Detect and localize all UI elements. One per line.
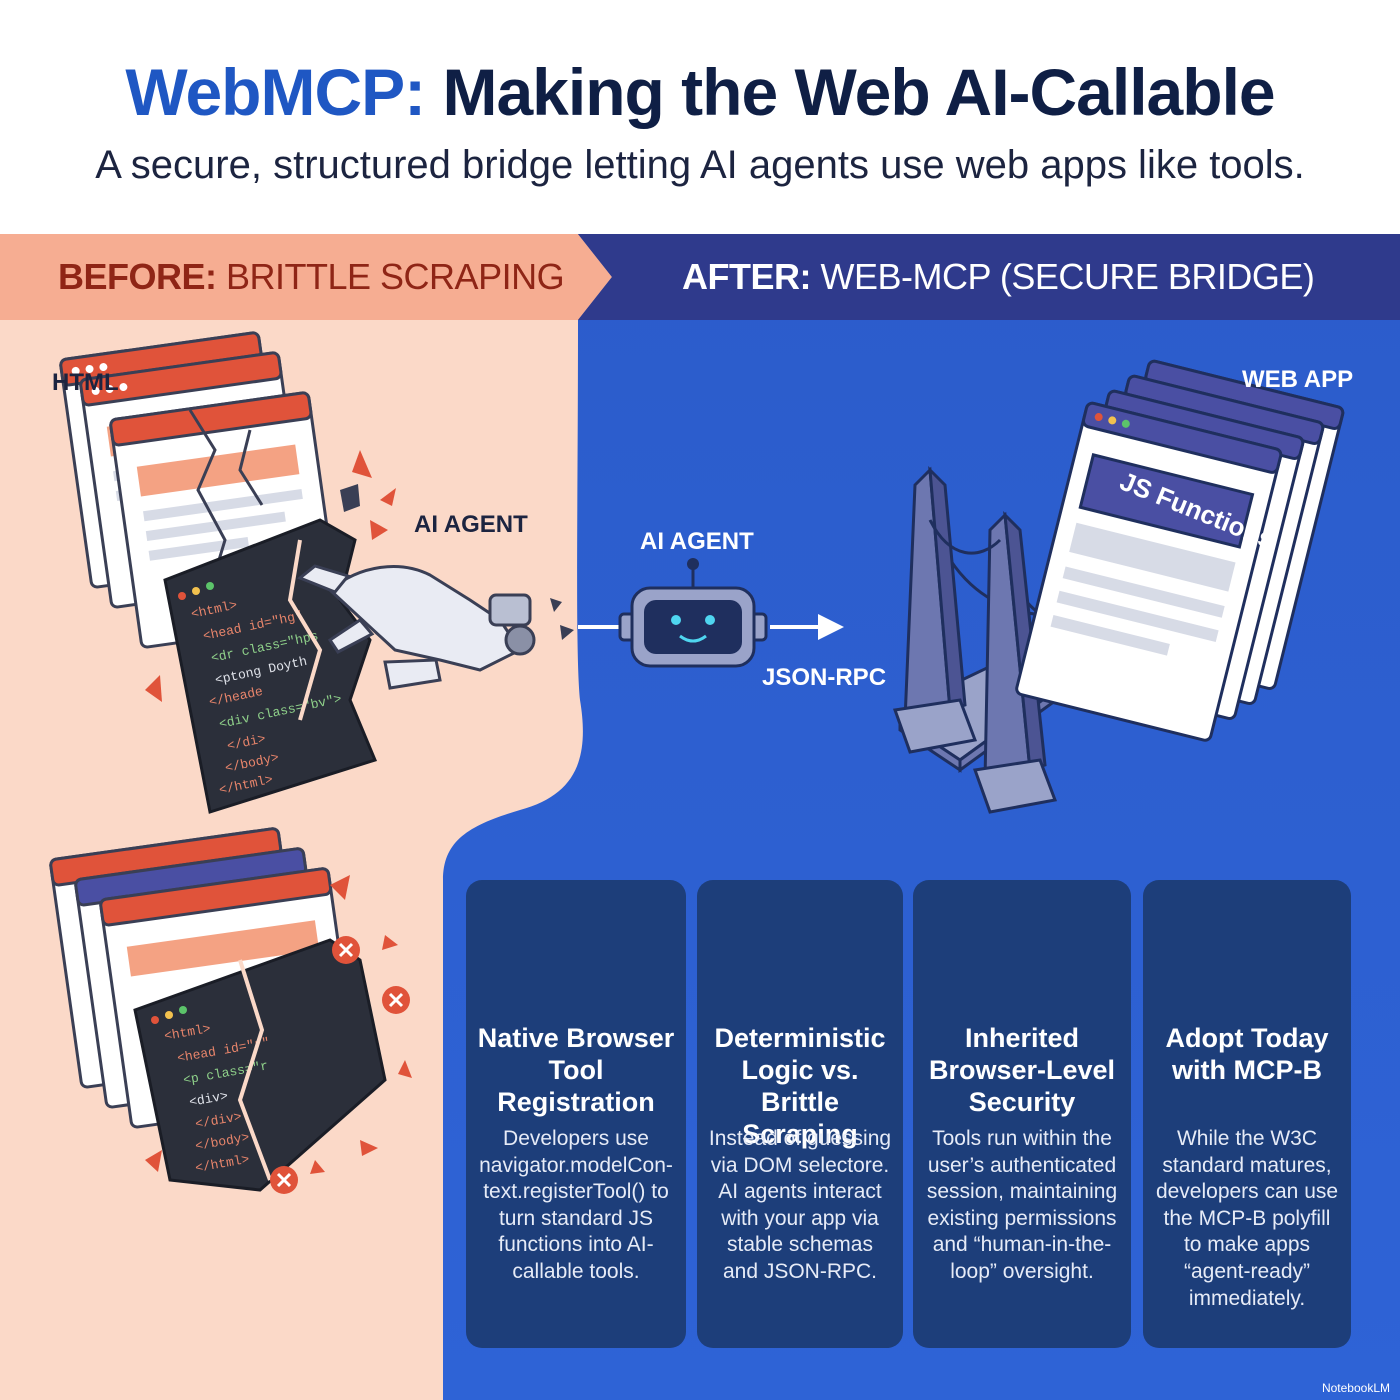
card-title: Native Browser Tool Registration xyxy=(477,1023,675,1117)
after-agent-label: AI AGENT xyxy=(640,528,754,555)
card-body: While the W3C standard matures, develope… xyxy=(1155,1127,1339,1310)
page-title: WebMCP: Making the Web AI-Callable xyxy=(0,52,1400,132)
card-title: Inherited Browser-Level Security xyxy=(928,1023,1116,1117)
html-label: HTML xyxy=(52,369,119,396)
broken-code-panel-top: <html> <head id="hg" <dr class="hps <pto… xyxy=(163,518,378,814)
web-app-window-stack xyxy=(1015,359,1345,742)
card-body: Instead of guessing via DOM selectore. A… xyxy=(708,1127,892,1283)
feature-card-security: Inherited Browser-Level Security Tools r… xyxy=(913,880,1131,1348)
svg-text:<div>: <div> xyxy=(188,1088,229,1110)
before-label-rest: BRITTLE SCRAPING xyxy=(226,256,565,297)
robot-hand xyxy=(297,564,536,690)
feature-card-native-registration: Native Browser Tool Registration Develop… xyxy=(466,880,686,1348)
before-header-band xyxy=(0,234,612,320)
title-rest: Making the Web AI-Callable xyxy=(442,55,1275,129)
before-agent-label: AI AGENT xyxy=(414,511,528,538)
before-label-prefix: BEFORE: xyxy=(58,256,217,297)
after-section-header: AFTER: WEB-MCP (SECURE BRIDGE) xyxy=(682,255,1315,299)
feature-card-deterministic-logic: Deterministic Logic vs. Brittle Scraping… xyxy=(697,880,903,1348)
ai-agent-robot-icon xyxy=(578,558,844,668)
after-header-band xyxy=(578,234,1400,320)
json-rpc-label: JSON-RPC xyxy=(762,664,887,691)
before-section-header: BEFORE: BRITTLE SCRAPING xyxy=(58,255,565,299)
card-body: Tools run within the user’s authenticate… xyxy=(926,1127,1118,1283)
page-subtitle: A secure, structured bridge letting AI a… xyxy=(95,143,1305,187)
after-label-rest: WEB-MCP (SECURE BRIDGE) xyxy=(820,256,1315,297)
card-title: Deterministic Logic vs. Brittle Scraping xyxy=(714,1023,886,1149)
feature-card-mcp-b: Adopt Today with MCP-B While the W3C sta… xyxy=(1143,880,1351,1348)
after-label-prefix: AFTER: xyxy=(682,256,811,297)
web-app-label: WEB APP xyxy=(1242,366,1354,393)
debris-shards xyxy=(145,450,574,702)
broken-browser-stack-top xyxy=(59,331,341,649)
title-webmcp: WebMCP: xyxy=(125,55,426,129)
error-x-icons xyxy=(270,936,410,1194)
notebooklm-brand: NotebookLM xyxy=(1321,1381,1390,1395)
card-title: Adopt Today with MCP-B xyxy=(1165,1023,1329,1085)
broken-browser-stack-bottom: <html> <head id="r" <p class="r <div> </… xyxy=(49,827,387,1192)
card-body: Developers use navigator.modelCon- text.… xyxy=(479,1127,673,1283)
